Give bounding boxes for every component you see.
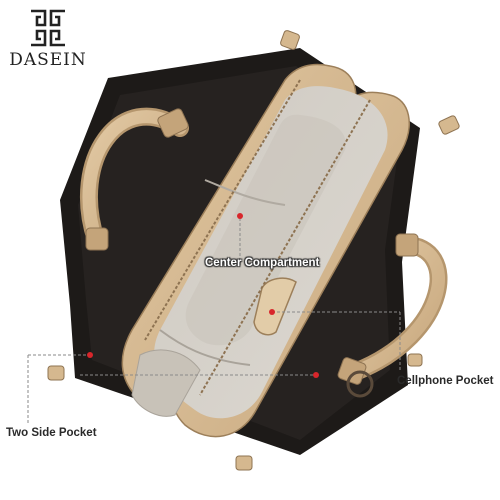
cellphone-pocket-callout — [269, 309, 401, 372]
bag-studs — [47, 30, 460, 471]
brand-name: DASEIN — [9, 50, 87, 70]
center-compartment-callout — [237, 213, 243, 260]
marker-dot-icon — [313, 372, 319, 378]
dasein-interlocking-logo-icon — [31, 9, 65, 47]
brand-block: DASEIN — [8, 8, 88, 70]
right-handle — [337, 233, 448, 398]
side-pocket — [131, 349, 201, 417]
center-compartment-label: Center Compartment — [205, 257, 320, 269]
marker-dot-icon — [87, 352, 93, 358]
cellphone-pocket — [253, 277, 297, 336]
side-pocket-label: Two Side Pocket — [6, 427, 97, 439]
left-handle — [79, 107, 189, 251]
side-pocket-callout — [27, 352, 319, 425]
zipper-tracks — [144, 79, 371, 396]
marker-dot-icon — [237, 213, 243, 219]
cellphone-pocket-label: Cellphone Pocket — [397, 375, 494, 387]
marker-dot-icon — [269, 309, 275, 315]
